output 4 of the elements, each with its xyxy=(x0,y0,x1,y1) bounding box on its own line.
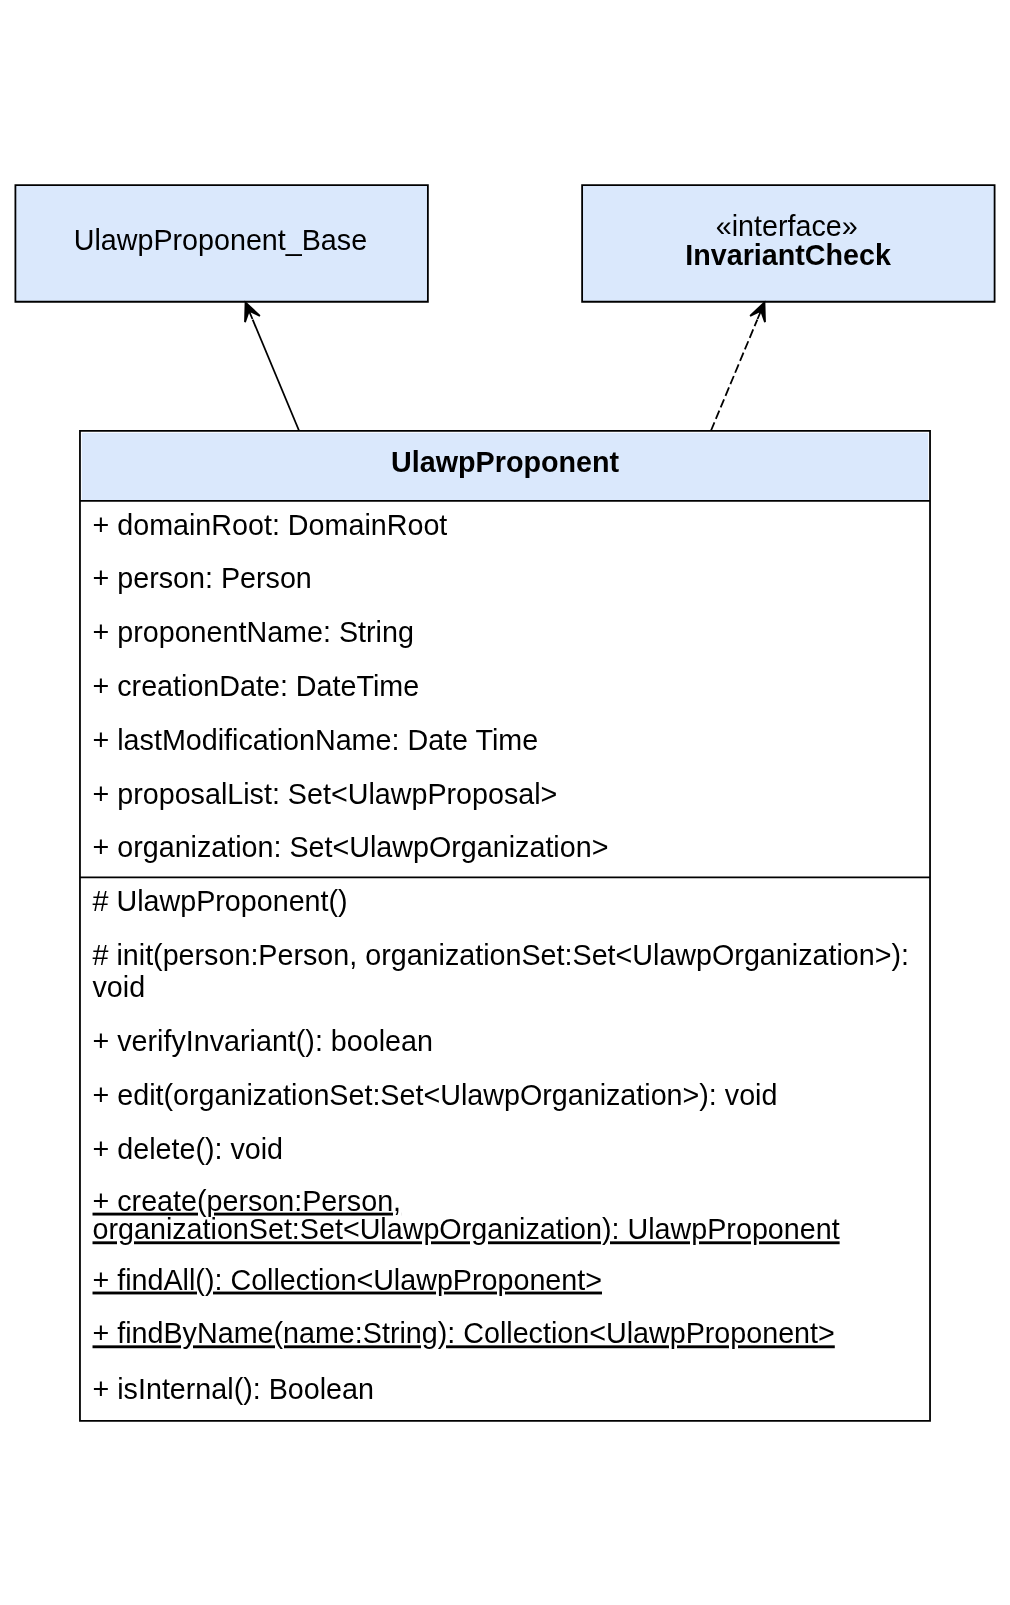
node-box: UlawpProponent_Base xyxy=(14,183,429,303)
arrow xyxy=(244,301,300,432)
node-box: «interface» InvariantCheck xyxy=(581,183,996,303)
arrow xyxy=(710,301,766,432)
